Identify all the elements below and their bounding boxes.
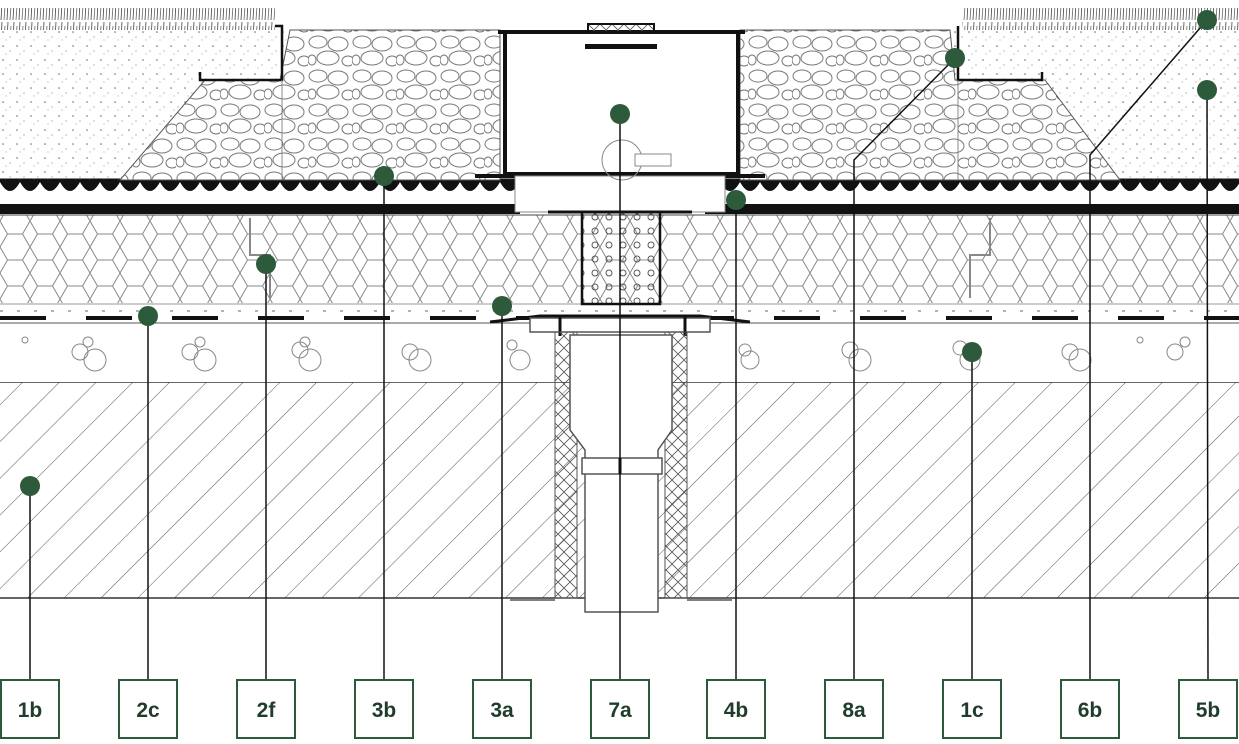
- callout-box-5b: [1178, 679, 1238, 739]
- callout-marker-8a: [945, 48, 965, 68]
- callout-box-1b: [0, 679, 60, 739]
- callout-leaders: [29, 19, 1209, 681]
- callout-marker-1b: [20, 476, 40, 496]
- callout-box-3b: [354, 679, 414, 739]
- callout-box-7a: [590, 679, 650, 739]
- callout-marker-1c: [962, 342, 982, 362]
- callout-box-2f: [236, 679, 296, 739]
- inlet-profile-right: [969, 218, 991, 298]
- grass-left: [0, 8, 275, 30]
- callout-marker-6b: [1197, 10, 1217, 30]
- callout-marker-3a: [492, 296, 512, 316]
- callout-markers: [20, 10, 1217, 496]
- leader-line-8a: [853, 57, 956, 680]
- callout-label-3b: 3b: [372, 699, 397, 722]
- callout-label-1c: 1c: [960, 699, 984, 722]
- callout-marker-4b: [726, 190, 746, 210]
- callout-box-2c: [118, 679, 178, 739]
- leader-line-6b: [1089, 19, 1208, 680]
- callout-box-8a: [824, 679, 884, 739]
- callout-marker-3b: [374, 166, 394, 186]
- callout-label-7a: 7a: [608, 699, 632, 722]
- leader-line-5b: [1206, 89, 1209, 681]
- callout-box-4b: [706, 679, 766, 739]
- drain-pipe: [489, 314, 751, 613]
- callout-marker-2f: [256, 254, 276, 274]
- grass-right: [962, 8, 1239, 30]
- callout-label-2c: 2c: [136, 699, 160, 722]
- callout-label-5b: 5b: [1196, 699, 1221, 722]
- callout-label-8a: 8a: [842, 699, 866, 722]
- callout-label-6b: 6b: [1078, 699, 1103, 722]
- callout-box-6b: [1060, 679, 1120, 739]
- callout-marker-5b: [1197, 80, 1217, 100]
- callout-marker-2c: [138, 306, 158, 326]
- drainage-profile-left: [0, 180, 520, 214]
- callout-label-2f: 2f: [257, 699, 277, 722]
- callout-box-1c: [942, 679, 1002, 739]
- callout-label-1b: 1b: [18, 699, 43, 722]
- callout-labels: 1b 2c 2f 3b 3a 7a 4b 8a 1c 6b 5b: [0, 679, 1238, 739]
- callout-marker-7a: [610, 104, 630, 124]
- drainage-profile-right: [705, 180, 1239, 214]
- callout-label-4b: 4b: [724, 699, 749, 722]
- callout-label-3a: 3a: [490, 699, 514, 722]
- callout-box-3a: [472, 679, 532, 739]
- gravel-right: [739, 29, 1121, 181]
- inlet-profile-left: [249, 218, 271, 298]
